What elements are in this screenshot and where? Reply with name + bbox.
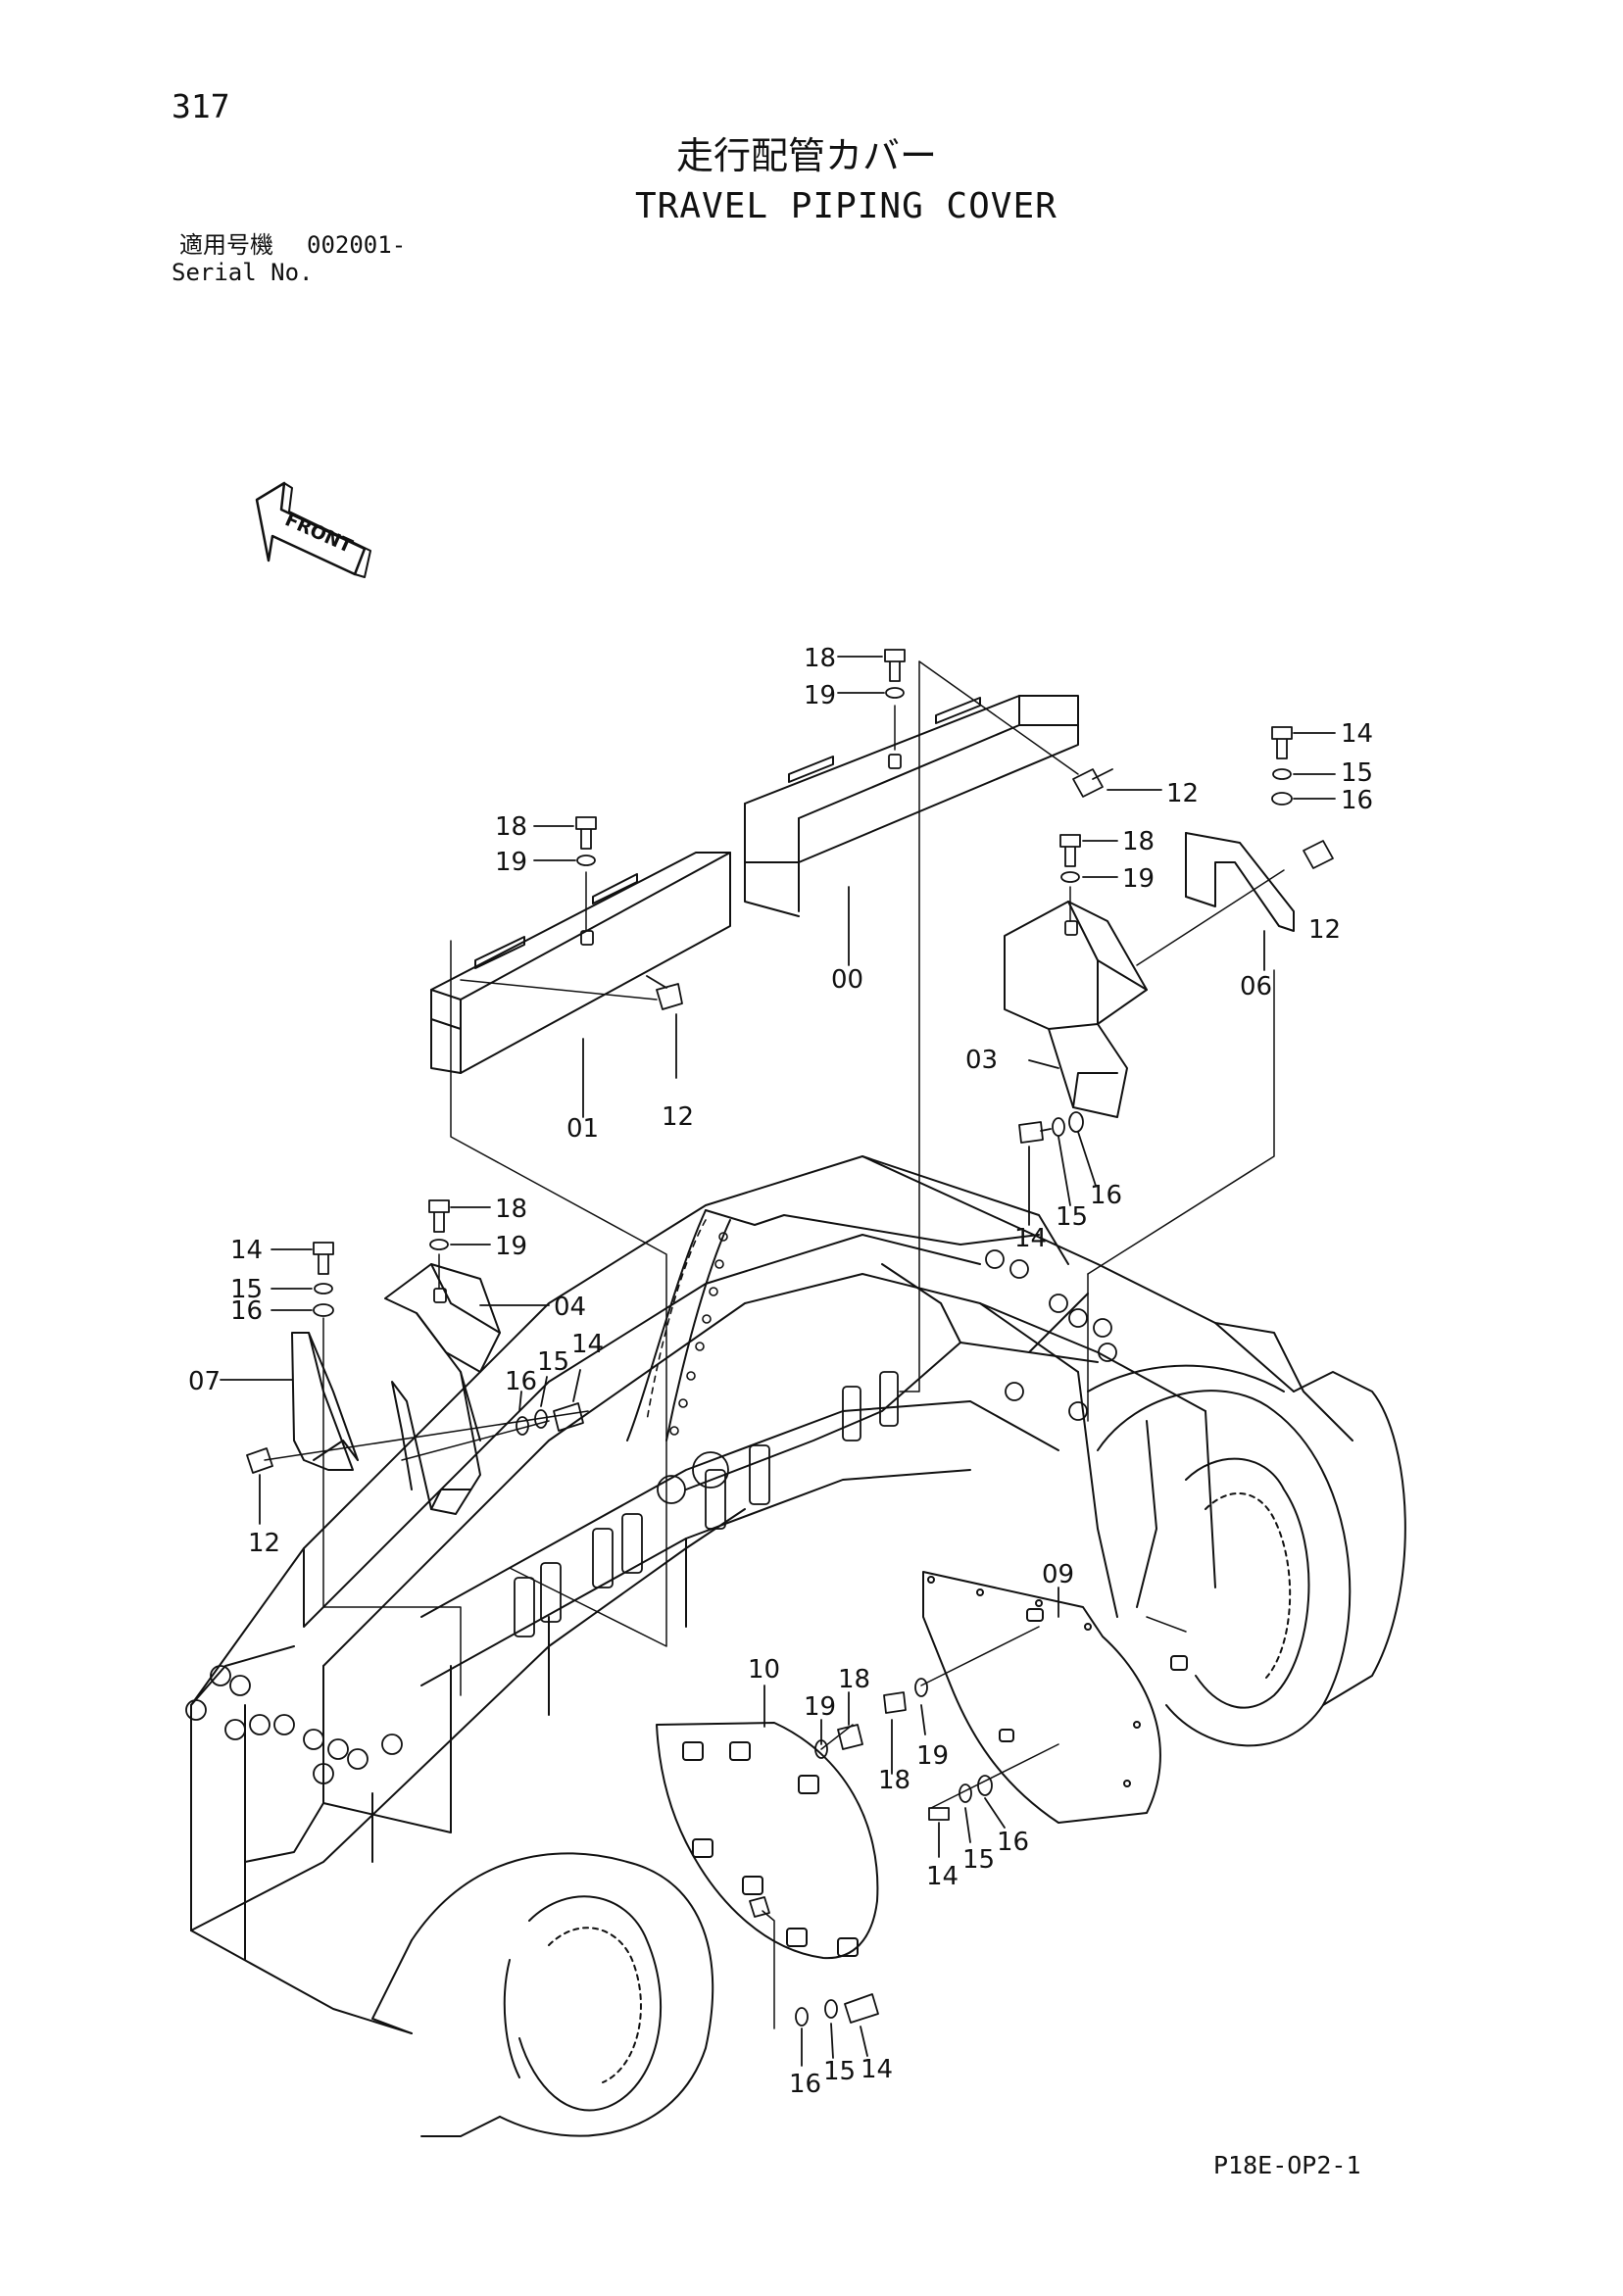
right-sprocket-housing [1097,1371,1406,1747]
callout-12: 12 [1166,779,1199,808]
assembly-lines [264,660,1285,2029]
callout-15: 15 [962,1845,995,1875]
callout-07: 07 [188,1367,221,1396]
callout-19: 19 [916,1741,949,1771]
cover-03 [1004,901,1148,1118]
callout-19: 19 [495,848,527,877]
front-arrow-label: FRONT [282,509,356,558]
callout-15: 15 [1341,758,1373,788]
callout-10: 10 [748,1655,780,1685]
page-title-japanese: 走行配管カバー [676,134,938,177]
callout-06: 06 [1240,972,1272,1001]
callout-16: 16 [505,1367,537,1396]
bracket-07 [291,1332,359,1471]
swing-ring-bolt-circle [646,1219,728,1436]
callout-12: 12 [662,1102,694,1132]
callout-01: 01 [566,1114,599,1144]
callout-14: 14 [926,1862,959,1891]
cover-09 [922,1571,1188,1824]
callout-18: 18 [878,1766,910,1795]
callout-03: 03 [965,1046,998,1075]
front-arrow-icon: FRONT [255,481,371,578]
callout-18: 18 [1122,827,1155,856]
callout-18: 18 [838,1665,870,1694]
callout-16: 16 [997,1828,1029,1857]
cover-00 [744,695,1079,917]
callout-04: 04 [554,1293,586,1322]
callout-16: 16 [1341,786,1373,815]
callout-16: 16 [789,2070,821,2099]
callout-12: 12 [1308,915,1341,945]
track-frame [190,1155,1353,2137]
callout-16: 16 [230,1296,263,1326]
document-code: P18E-OP2-1 [1213,2151,1361,2179]
callout-09: 09 [1042,1560,1074,1589]
callout-00: 00 [831,965,863,995]
callout-labels: 18 19 12 00 18 19 01 12 14 15 16 18 19 1… [188,644,1373,2099]
serial-range: 002001- [307,231,407,259]
frame-mounting-bolts [185,1249,1117,1784]
callout-16: 16 [1090,1181,1122,1210]
serial-label-japanese: 適用号機 [179,231,273,259]
callout-19: 19 [1122,864,1155,894]
callout-14: 14 [1014,1224,1047,1253]
cover-01 [430,852,731,1074]
callout-18: 18 [495,812,527,842]
callout-14: 14 [571,1330,604,1359]
callout-19: 19 [495,1232,527,1261]
frame-slots [514,1371,899,1637]
leader-lines [220,656,1336,2067]
callout-15: 15 [230,1275,263,1304]
callout-14: 14 [1341,719,1373,749]
page-title-english: TRAVEL PIPING COVER [635,186,1057,226]
bracket-06 [1185,832,1295,932]
callout-18: 18 [495,1195,527,1224]
left-idler-ring [503,1895,663,2112]
callout-15: 15 [1056,1202,1088,1232]
callout-15: 15 [537,1347,569,1377]
callout-19: 19 [804,1692,836,1722]
page-number: 317 [172,87,230,125]
callout-15: 15 [823,2057,856,2086]
callout-14: 14 [861,2055,893,2084]
serial-label-english: Serial No. [172,259,314,286]
callout-19: 19 [804,681,836,710]
cover-04 [384,1263,501,1515]
cover-10 [656,1722,879,1960]
callout-14: 14 [230,1236,263,1265]
fasteners [246,649,1334,2027]
callout-12: 12 [248,1529,280,1558]
callout-18: 18 [804,644,836,673]
